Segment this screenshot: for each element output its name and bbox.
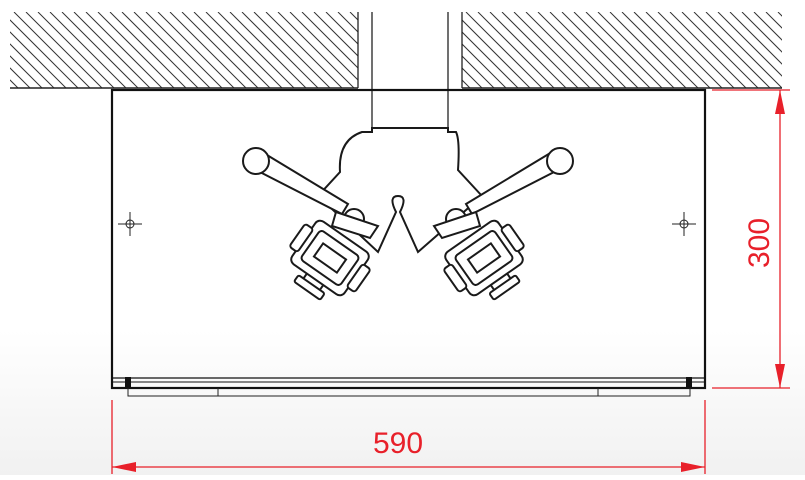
hatch-line (10, 31, 67, 88)
hatch-line (349, 12, 358, 21)
dimension-arrow (775, 90, 785, 114)
hatch-line (561, 12, 639, 88)
center-mark-right (672, 212, 696, 236)
hatch-line (549, 12, 627, 88)
hatch-line (289, 12, 358, 81)
wall-hatch-right (382, 12, 805, 88)
left-hose-coupling (289, 219, 371, 301)
hatch-line (97, 12, 175, 88)
hatch-line (229, 12, 307, 88)
hatch-line (73, 12, 151, 88)
hatch-line (193, 12, 271, 88)
hatch-line (741, 12, 782, 53)
hatch-line (362, 12, 438, 88)
hatch-line (462, 31, 519, 88)
hatch-line (109, 12, 187, 88)
hatch-line (790, 12, 805, 88)
supply-pipe (357, 12, 463, 128)
hatch-line (669, 12, 747, 88)
left-valve-lever (242, 147, 380, 240)
hatch-line (573, 12, 651, 88)
hatch-line (121, 12, 199, 88)
cabinet-box (110, 88, 707, 397)
hatch-line (681, 12, 759, 88)
dimension-arrow (775, 364, 785, 388)
hatch-line (462, 19, 531, 88)
width-dimension (111, 400, 706, 474)
hatch-line (693, 12, 771, 88)
right-hose-coupling (443, 219, 525, 301)
hatch-line (537, 12, 615, 88)
hatch-line (10, 43, 55, 88)
hatch-line (705, 12, 782, 88)
hatch-line (85, 12, 163, 88)
hatch-line (133, 12, 211, 88)
center-mark-left (118, 212, 142, 236)
hatch-line (729, 12, 782, 65)
hatch-line (205, 12, 283, 88)
hatch-line (313, 12, 358, 57)
dimension-arrow (112, 462, 136, 472)
hatch-line (765, 12, 782, 29)
hatch-line (633, 12, 711, 88)
hatch-line (10, 19, 79, 88)
hatch-line (241, 12, 319, 88)
hatch-line (777, 12, 782, 17)
height-dimension (712, 89, 790, 389)
hatch-line (717, 12, 782, 77)
hatch-line (337, 12, 358, 33)
hatch-line (585, 12, 663, 88)
hatch-line (645, 12, 723, 88)
hatch-line (145, 12, 223, 88)
hatch-line (513, 12, 591, 88)
hatch-line (462, 67, 483, 88)
hatch-line (525, 12, 603, 88)
hatch-line (277, 12, 355, 88)
hatch-line (217, 12, 295, 88)
hatch-line (657, 12, 735, 88)
hatch-line (10, 67, 31, 88)
hatch-line (621, 12, 699, 88)
hatch-line (61, 12, 139, 88)
hatch-line (265, 12, 343, 88)
height-dimension-label: 300 (743, 217, 776, 268)
hatch-line (253, 12, 331, 88)
hatch-line (25, 12, 103, 88)
width-dimension-label: 590 (373, 427, 424, 460)
hatch-line (597, 12, 675, 88)
hatch-line (462, 55, 495, 88)
hatch-line (489, 12, 567, 88)
wall-hatch-left (0, 12, 438, 88)
hatch-line (169, 12, 247, 88)
hatch-line (382, 12, 458, 88)
hatch-line (477, 12, 555, 88)
hatch-line (13, 12, 91, 88)
hatch-line (181, 12, 259, 88)
hatch-line (37, 12, 115, 88)
hatch-line (0, 12, 6, 88)
dimension-arrow (681, 462, 705, 472)
hatch-line (609, 12, 687, 88)
hatch-line (465, 12, 543, 88)
right-valve-lever (432, 147, 574, 240)
hatch-line (501, 12, 579, 88)
hatch-line (157, 12, 235, 88)
hatch-line (10, 55, 43, 88)
hatch-line (462, 79, 471, 88)
hatch-line (325, 12, 358, 45)
hatch-line (49, 12, 127, 88)
hatch-line (462, 43, 507, 88)
hatch-line (301, 12, 358, 69)
hatch-line (753, 12, 782, 41)
